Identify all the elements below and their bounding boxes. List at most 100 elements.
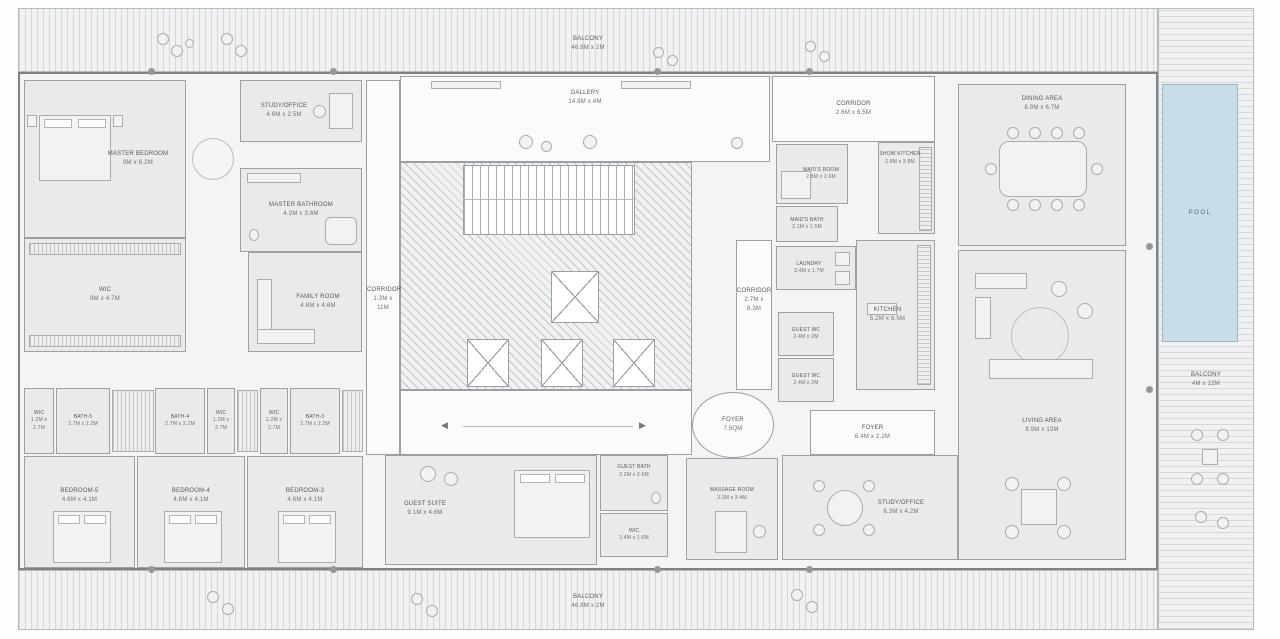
armchair xyxy=(1005,477,1019,491)
kitchen-counter xyxy=(917,245,931,385)
closet xyxy=(112,390,154,452)
dining-chair xyxy=(1091,163,1103,175)
room-label: BATH-5 2.7M x 2.2M xyxy=(68,413,98,428)
sofa xyxy=(257,279,272,331)
column xyxy=(654,68,661,75)
dining-chair xyxy=(1007,127,1019,139)
balcony-chair xyxy=(1191,473,1203,485)
lounge-chair xyxy=(819,51,830,62)
room-bedroom-5: BEDROOM-5 4.6M x 4.1M xyxy=(24,456,135,568)
column xyxy=(1146,243,1153,250)
elevator xyxy=(541,339,583,387)
sofa xyxy=(257,329,315,344)
room-guest-wc-2: GUEST WC 2.4M x 2M xyxy=(778,358,834,402)
corridor-top-right: CORRIDOR 2.6M x 6.5M xyxy=(772,76,935,142)
room-label: LAUNDRY 3.4M x 1.7M xyxy=(794,260,824,275)
room-label: WIC 1.2M x 2.7M xyxy=(30,409,48,431)
column xyxy=(330,68,337,75)
lounge-chair xyxy=(221,33,233,45)
closet xyxy=(29,243,181,255)
room-label: MASSAGE ROOM 3.3M x 3.4M xyxy=(709,487,755,501)
armchair xyxy=(1057,525,1071,539)
dining-chair xyxy=(1073,127,1085,139)
balcony-chair xyxy=(1217,517,1229,529)
room-dining-area: DINING AREA 8.9M x 6.7M xyxy=(958,84,1126,246)
armchair xyxy=(1005,525,1019,539)
room-label: FAMILY ROOM 4.6M x 4.6M xyxy=(296,294,340,309)
bed xyxy=(278,511,336,563)
room-label: GUEST WC 2.4M x 2M xyxy=(791,372,821,387)
room-label: BEDROOM-3 4.6M x 4.1M xyxy=(285,488,325,503)
room-maids-bath: MAID'S BATH 2.1M x 1.5M xyxy=(776,206,838,242)
dining-chair xyxy=(1029,199,1041,211)
room-bath-3: BATH-3 2.7M x 2.2M xyxy=(290,388,340,454)
closet xyxy=(237,390,258,452)
sofa xyxy=(975,273,1027,289)
room-wic-4: WIC 1.2M x 2.7M xyxy=(207,388,235,454)
column xyxy=(148,68,155,75)
corridor-line xyxy=(463,426,633,427)
dining-chair xyxy=(1051,127,1063,139)
nightstand xyxy=(113,115,123,127)
balcony-table xyxy=(1202,449,1218,465)
closet xyxy=(342,390,363,452)
meeting-table xyxy=(827,490,863,526)
sofa xyxy=(989,359,1093,379)
stool xyxy=(753,525,766,538)
lounge-chair xyxy=(171,45,183,57)
dining-chair xyxy=(1073,199,1085,211)
room-label: LIVING AREA 8.9M x 13M xyxy=(1022,418,1062,433)
room-wic-5: WIC 1.2M x 2.7M xyxy=(24,388,54,454)
bed xyxy=(53,511,111,563)
room-label: BEDROOM-5 4.6M x 4.1M xyxy=(60,488,99,503)
room-wic-3: WIC 1.2M x 2.7M xyxy=(260,388,288,454)
lounge-chair xyxy=(157,33,169,45)
room-label: MAID'S BATH 2.1M x 1.5M xyxy=(790,216,824,231)
balcony-bottom-label: BALCONY 46.8M x 2M xyxy=(571,594,605,609)
room-label: WIC 1.2M x 2.7M xyxy=(265,409,283,431)
room-label: MASTER BEDROOM 9M x 6.2M xyxy=(107,151,169,166)
coffee-table xyxy=(1021,489,1057,525)
room-bedroom-4: BEDROOM-4 4.6M x 4.1M xyxy=(137,456,245,568)
room-massage: MASSAGE ROOM 3.3M x 3.4M xyxy=(686,458,778,560)
plant xyxy=(731,137,743,149)
nightstand xyxy=(27,115,37,127)
lounge-chair xyxy=(806,601,818,613)
closet xyxy=(29,335,181,347)
dining-chair xyxy=(1029,127,1041,139)
room-label: GUEST WC 2.4M x 2M xyxy=(791,326,821,341)
column xyxy=(806,566,813,573)
lounge-chair xyxy=(805,41,816,52)
sink-counter xyxy=(247,173,301,183)
room-study-office-top: STUDY/OFFICE 4.6M x 2.5M xyxy=(240,80,362,142)
lounge-chair xyxy=(235,45,247,57)
armchair xyxy=(1051,281,1067,297)
room-label: MASTER BATHROOM 4.2M x 3.6M xyxy=(269,202,333,217)
room-study-office-bottom: STUDY/OFFICE 6.3M x 4.2M xyxy=(782,455,958,560)
sofa xyxy=(975,297,991,339)
corridor-left: CORRIDOR 1.3M x 11M xyxy=(366,80,401,455)
room-label: MAID'S ROOM 2.8M x 2.6M xyxy=(803,166,839,181)
room-guest-wc-1: GUEST WC 2.4M x 2M xyxy=(778,312,834,356)
room-guest-bath: GUEST BATH 3.2M x 2.6M xyxy=(600,455,668,511)
corridor-right: CORRIDOR 2.7M x 8.3M xyxy=(736,240,772,390)
chair xyxy=(813,524,825,536)
bathtub xyxy=(325,217,357,245)
room-master-bedroom: MASTER BEDROOM 9M x 6.2M xyxy=(24,80,186,238)
chair xyxy=(813,480,825,492)
balcony-chair xyxy=(1191,429,1203,441)
gallery-label: GALLERY 14.8M x 4M xyxy=(568,90,602,105)
massage-table xyxy=(715,511,747,553)
gallery: GALLERY 14.8M x 4M xyxy=(400,76,770,162)
lounge-chair xyxy=(653,47,664,58)
room-bath-4: BATH-4 2.7M x 2.2M xyxy=(155,388,205,454)
pillow xyxy=(283,515,305,524)
column xyxy=(806,68,813,75)
bed xyxy=(514,470,590,538)
room-label: STUDY/OFFICE 6.3M x 4.2M xyxy=(877,499,925,515)
foyer-right: FOYER 6.4M x 2.2M xyxy=(810,410,935,455)
bed xyxy=(39,115,111,181)
lounge-chair xyxy=(207,591,219,603)
corridor-top-label: CORRIDOR 2.6M x 6.5M xyxy=(835,101,872,116)
balcony-right-label: BALCONY 4M x 22M xyxy=(1190,372,1222,387)
